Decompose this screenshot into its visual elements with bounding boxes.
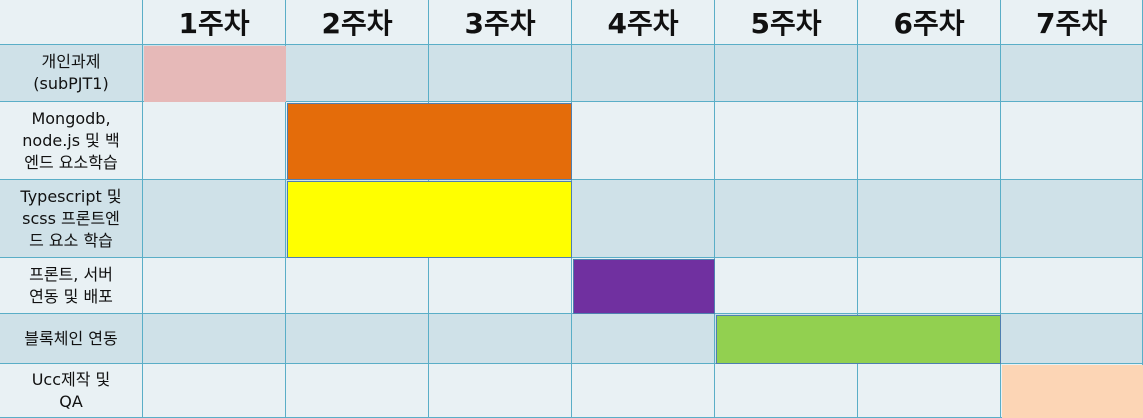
grid-cell bbox=[858, 102, 1001, 180]
grid-cell bbox=[858, 180, 1001, 258]
task-label: 프론트, 서버 연동 및 배포 bbox=[0, 258, 143, 314]
week-header: 7주차 bbox=[1001, 0, 1143, 45]
task-label: Ucc제작 및 QA bbox=[0, 364, 143, 418]
grid-cell bbox=[572, 364, 715, 418]
grid-cell bbox=[1001, 258, 1143, 314]
task-label: Mongodb, node.js 및 백 엔드 요소학습 bbox=[0, 102, 143, 180]
grid-cell bbox=[1001, 180, 1143, 258]
task-bar bbox=[716, 315, 1001, 364]
task-label: 개인과제 (subPJT1) bbox=[0, 45, 143, 102]
task-label-text: Ucc제작 및 QA bbox=[31, 369, 111, 411]
grid-cell bbox=[572, 180, 715, 258]
task-label-text: Mongodb, node.js 및 백 엔드 요소학습 bbox=[22, 108, 120, 172]
grid-cell bbox=[858, 258, 1001, 314]
week-header: 6주차 bbox=[858, 0, 1001, 45]
grid-cell bbox=[572, 45, 715, 102]
task-bar bbox=[144, 46, 286, 102]
grid-cell bbox=[1001, 45, 1143, 102]
grid-cell bbox=[429, 45, 572, 102]
task-bar bbox=[573, 259, 715, 314]
grid-cell bbox=[715, 364, 858, 418]
week-header: 5주차 bbox=[715, 0, 858, 45]
grid-cell bbox=[572, 314, 715, 364]
week-header: 1주차 bbox=[143, 0, 286, 45]
grid-cell bbox=[143, 180, 286, 258]
grid-cell bbox=[858, 364, 1001, 418]
grid-cell bbox=[715, 102, 858, 180]
task-label: Typescript 및 scss 프론트엔 드 요소 학습 bbox=[0, 180, 143, 258]
task-label: 블록체인 연동 bbox=[0, 314, 143, 364]
grid-cell bbox=[143, 314, 286, 364]
grid-cell bbox=[572, 102, 715, 180]
task-label-text: 프론트, 서버 연동 및 배포 bbox=[29, 264, 113, 306]
grid-cell bbox=[715, 258, 858, 314]
grid-cell bbox=[286, 45, 429, 102]
grid-cell bbox=[715, 45, 858, 102]
grid-cell bbox=[429, 314, 572, 364]
week-header: 4주차 bbox=[572, 0, 715, 45]
grid-cell bbox=[143, 258, 286, 314]
corner-cell bbox=[0, 0, 143, 45]
task-label-text: 블록체인 연동 bbox=[24, 328, 118, 348]
grid-cell bbox=[1001, 102, 1143, 180]
grid-cell bbox=[286, 364, 429, 418]
task-bar bbox=[287, 181, 572, 258]
week-header: 3주차 bbox=[429, 0, 572, 45]
week-header: 2주차 bbox=[286, 0, 429, 45]
grid-cell bbox=[1001, 314, 1143, 364]
task-label-text: Typescript 및 scss 프론트엔 드 요소 학습 bbox=[20, 186, 122, 250]
task-label-text: 개인과제 (subPJT1) bbox=[33, 52, 109, 93]
grid-cell bbox=[429, 258, 572, 314]
grid-cell bbox=[143, 364, 286, 418]
task-bar bbox=[1002, 365, 1143, 418]
grid-cell bbox=[858, 45, 1001, 102]
task-bar bbox=[287, 103, 572, 180]
grid-cell bbox=[286, 258, 429, 314]
grid-cell bbox=[715, 180, 858, 258]
grid-cell bbox=[143, 102, 286, 180]
grid-cell bbox=[429, 364, 572, 418]
grid-cell bbox=[286, 314, 429, 364]
